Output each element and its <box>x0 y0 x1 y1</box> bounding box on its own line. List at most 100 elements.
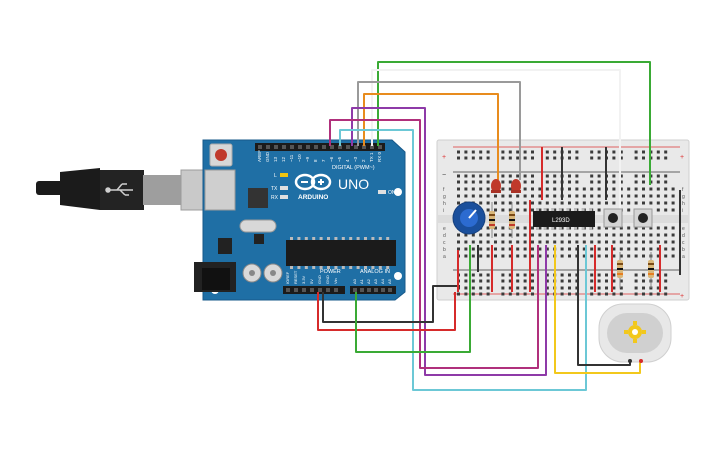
rail-hole[interactable] <box>479 292 483 296</box>
rail-hole[interactable] <box>656 273 660 277</box>
bb-hole[interactable] <box>486 194 490 198</box>
bb-hole[interactable] <box>634 201 638 205</box>
rail-hole[interactable] <box>531 286 534 290</box>
bb-hole[interactable] <box>531 187 534 191</box>
rail-hole[interactable] <box>597 150 601 154</box>
bb-hole[interactable] <box>486 254 490 258</box>
bb-hole[interactable] <box>671 247 675 251</box>
bb-hole[interactable] <box>634 187 638 191</box>
rail-hole[interactable] <box>464 156 468 160</box>
bb-hole[interactable] <box>538 233 542 237</box>
bb-hole[interactable] <box>516 226 520 230</box>
bb-hole[interactable] <box>642 247 645 251</box>
rail-hole[interactable] <box>664 273 668 277</box>
bb-hole[interactable] <box>568 240 571 244</box>
potentiometer[interactable] <box>452 201 486 235</box>
rail-hole[interactable] <box>479 156 483 160</box>
resistor[interactable] <box>509 202 515 238</box>
bb-hole[interactable] <box>486 247 490 251</box>
rail-hole[interactable] <box>560 279 564 283</box>
bb-hole[interactable] <box>523 233 527 237</box>
digital-pin-hole[interactable] <box>370 145 374 149</box>
bb-hole[interactable] <box>523 254 527 258</box>
bb-hole[interactable] <box>575 233 579 237</box>
digital-pin-hole[interactable] <box>266 145 270 149</box>
bb-hole[interactable] <box>508 247 512 251</box>
bb-hole[interactable] <box>605 201 608 205</box>
bb-hole[interactable] <box>531 201 534 205</box>
bb-hole[interactable] <box>516 254 520 258</box>
bb-hole[interactable] <box>605 226 608 230</box>
rail-hole[interactable] <box>471 273 475 277</box>
bb-hole[interactable] <box>501 247 505 251</box>
rail-hole[interactable] <box>605 292 608 296</box>
rail-hole[interactable] <box>523 286 527 290</box>
bb-hole[interactable] <box>457 187 460 191</box>
bb-hole[interactable] <box>457 233 460 237</box>
bb-hole[interactable] <box>538 226 542 230</box>
rail-hole[interactable] <box>634 180 638 184</box>
bb-hole[interactable] <box>568 194 571 198</box>
bb-hole[interactable] <box>494 226 497 230</box>
bb-hole[interactable] <box>560 247 564 251</box>
rail-hole[interactable] <box>486 180 490 184</box>
rail-hole[interactable] <box>531 273 534 277</box>
rail-hole[interactable] <box>486 286 490 290</box>
bb-hole[interactable] <box>538 194 542 198</box>
bb-hole[interactable] <box>486 226 490 230</box>
rail-hole[interactable] <box>634 286 638 290</box>
rail-hole[interactable] <box>471 174 475 178</box>
bb-hole[interactable] <box>545 240 549 244</box>
bb-hole[interactable] <box>590 201 594 205</box>
rail-hole[interactable] <box>560 273 564 277</box>
bb-hole[interactable] <box>612 254 616 258</box>
rail-hole[interactable] <box>619 174 623 178</box>
digital-pin-hole[interactable] <box>298 145 302 149</box>
rail-hole[interactable] <box>531 150 534 154</box>
led-red-2[interactable] <box>511 179 521 193</box>
rail-hole[interactable] <box>486 156 490 160</box>
bb-hole[interactable] <box>612 201 616 205</box>
bb-hole[interactable] <box>642 187 645 191</box>
rail-hole[interactable] <box>656 180 660 184</box>
rail-hole[interactable] <box>590 156 594 160</box>
rail-hole[interactable] <box>531 279 534 283</box>
bb-hole[interactable] <box>486 187 490 191</box>
bb-hole[interactable] <box>627 233 631 237</box>
bb-hole[interactable] <box>494 194 497 198</box>
bb-hole[interactable] <box>664 208 668 212</box>
bb-hole[interactable] <box>545 194 549 198</box>
rail-hole[interactable] <box>553 150 557 154</box>
bb-hole[interactable] <box>553 187 557 191</box>
bb-hole[interactable] <box>634 233 638 237</box>
bb-hole[interactable] <box>627 201 631 205</box>
digital-pin-hole[interactable] <box>346 145 350 149</box>
rail-hole[interactable] <box>479 180 483 184</box>
rail-hole[interactable] <box>575 180 579 184</box>
rail-hole[interactable] <box>664 180 668 184</box>
bb-hole[interactable] <box>531 208 534 212</box>
rail-hole[interactable] <box>612 292 616 296</box>
usb-cable[interactable] <box>36 168 208 211</box>
rail-hole[interactable] <box>590 150 594 154</box>
bb-hole[interactable] <box>494 208 497 212</box>
bb-hole[interactable] <box>560 201 564 205</box>
bb-hole[interactable] <box>642 201 645 205</box>
rail-hole[interactable] <box>471 292 475 296</box>
bb-hole[interactable] <box>612 226 616 230</box>
bb-hole[interactable] <box>494 247 497 251</box>
bb-hole[interactable] <box>479 254 483 258</box>
power-pin-hole[interactable] <box>326 288 330 292</box>
bb-hole[interactable] <box>508 201 512 205</box>
bb-hole[interactable] <box>568 233 571 237</box>
bb-hole[interactable] <box>553 208 557 212</box>
bb-hole[interactable] <box>494 201 497 205</box>
rail-hole[interactable] <box>479 150 483 154</box>
bb-hole[interactable] <box>656 208 660 212</box>
pushbutton-1[interactable] <box>603 208 623 228</box>
bb-hole[interactable] <box>508 240 512 244</box>
bb-hole[interactable] <box>531 254 534 258</box>
rail-hole[interactable] <box>523 292 527 296</box>
rail-hole[interactable] <box>619 156 623 160</box>
